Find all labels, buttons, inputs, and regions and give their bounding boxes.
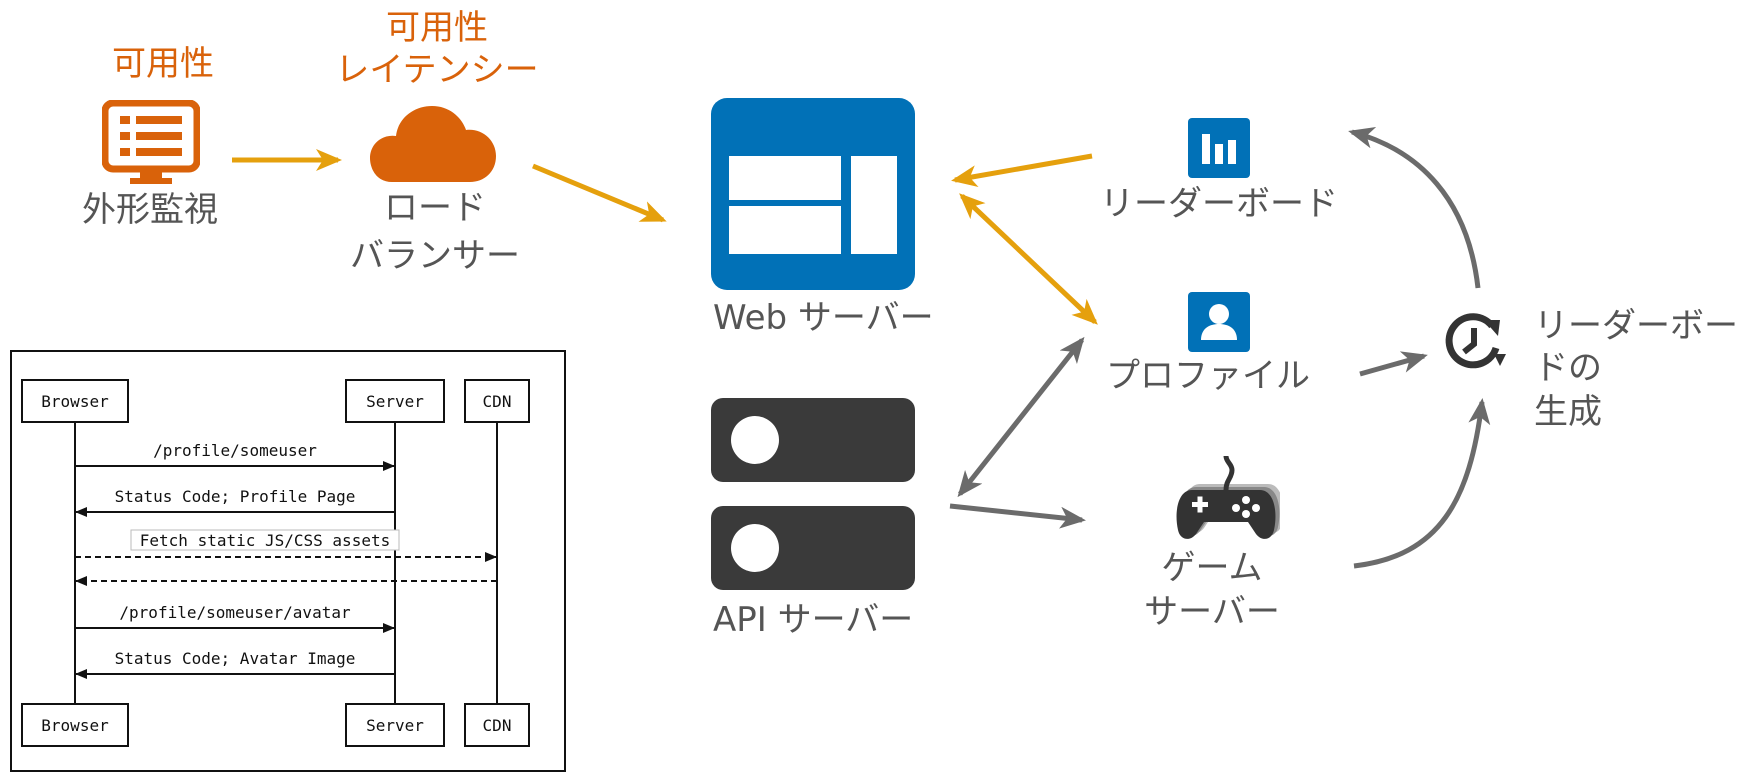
arrow-gen-to-leaderboard [1348,127,1481,289]
leaderboard-gen-label-line2: ドの [1534,348,1602,388]
monitoring-availability-tag: 可用性 [112,44,214,84]
web-server-label: Web サーバー [713,298,934,338]
sequence-diagram: Browser Server CDN Browser Server CDN /p… [10,350,566,772]
arrow-leaderboard-to-web [951,153,1093,188]
arrow-api-profile [957,336,1085,498]
arrow-game-to-gen [1353,398,1491,569]
participant-bottom-server: Server [366,716,424,735]
arrow-web-profile [959,193,1098,325]
lb-availability-tag: 可用性 [386,8,488,48]
arrow-lb-to-web [532,163,667,223]
profile-label: プロファイル [1106,356,1310,396]
gamepad-icon [1176,455,1280,539]
monitor-list-icon [102,100,200,184]
monitoring-label: 外形監視 [82,190,218,230]
user-card-icon [1188,292,1250,352]
participant-bottom-browser: Browser [41,716,109,735]
participant-bottom-cdn: CDN [483,716,512,735]
lb-label-line1: ロード [384,188,486,228]
cloud-icon [370,106,496,182]
api-server-label: API サーバー [713,600,914,640]
message-label: Fetch static JS/CSS assets [140,531,390,550]
server-stack-icon [711,398,915,590]
lb-label-line2: バランサー [350,236,520,276]
leaderboard-gen-label-line3: 生成 [1534,392,1602,432]
lb-latency-tag: レイテンシー [335,50,539,90]
leaderboard-gen-label-line1: リーダーボー [1534,306,1738,346]
arrow-api-to-game [949,503,1086,529]
web-layout-icon [711,98,915,290]
message-label: /profile/someuser [153,441,317,460]
bar-chart-icon [1188,118,1250,178]
arrow-profile-to-gen [1359,351,1428,377]
game-server-label-line1: ゲーム [1161,548,1263,588]
participant-top-server: Server [366,392,424,411]
participant-top-cdn: CDN [483,392,512,411]
clock-refresh-icon [1445,313,1506,369]
game-server-label-line2: サーバー [1144,592,1280,632]
message-label: Status Code; Avatar Image [115,649,356,668]
leaderboard-label: リーダーボード [1100,184,1338,224]
message-label: /profile/someuser/avatar [119,603,351,622]
participant-top-browser: Browser [41,392,109,411]
message-label: Status Code; Profile Page [115,487,356,506]
